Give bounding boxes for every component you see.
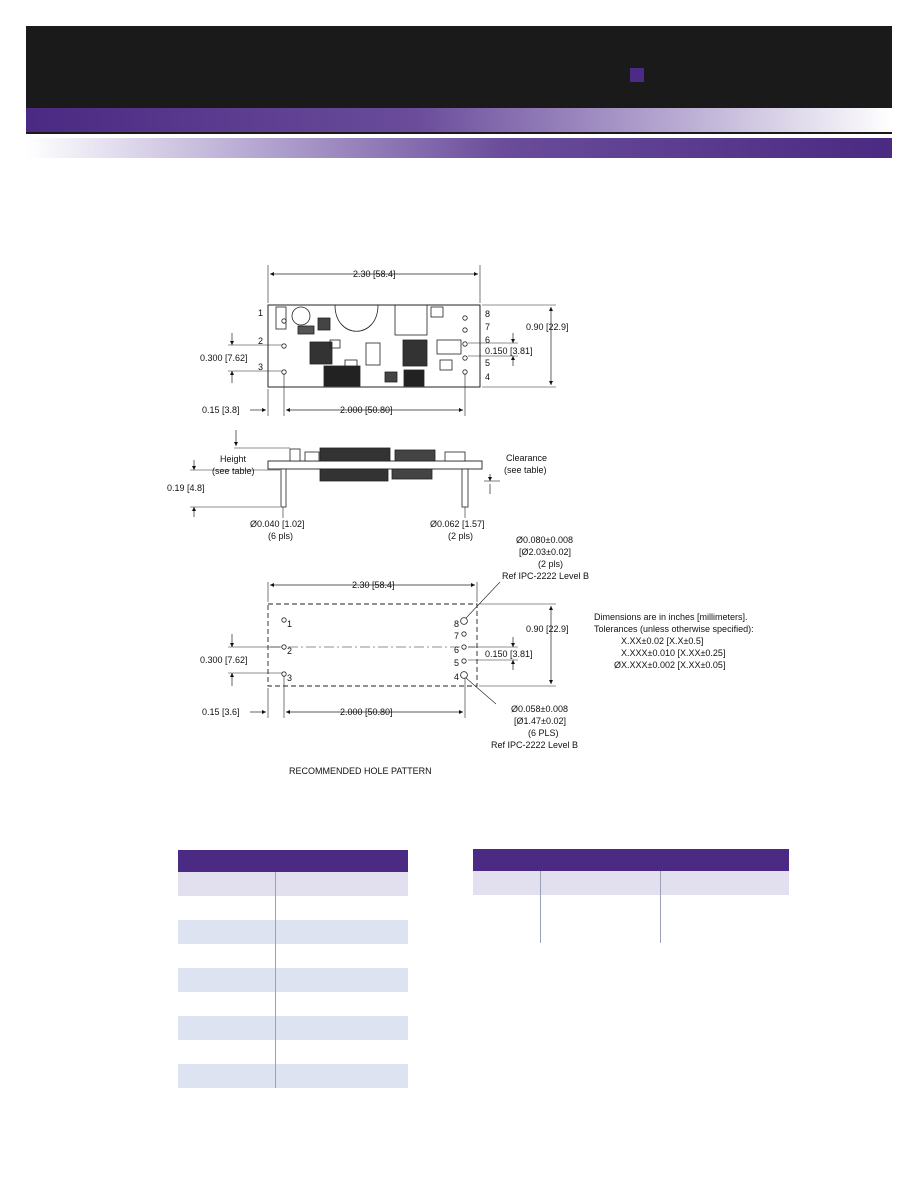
top-height-dim: 0.90 [22.9] [526,322,569,332]
table-header [473,849,789,871]
large-hole-line-1: Ø0.080±0.008 [516,535,573,545]
top-pin-label-7: 7 [485,322,490,332]
small-hole-line-3: (6 PLS) [528,728,559,738]
top-pin-pitch-left: 0.300 [7.62] [200,353,248,363]
brand-square-icon [630,68,644,82]
large-hole-line-2: [Ø2.03±0.02] [519,547,571,557]
note-line-2: Tolerances (unless otherwise specified): [594,624,754,634]
hole-pin-pitch-left: 0.300 [7.62] [200,655,248,665]
side-clearance-note: (see table) [504,465,547,475]
height-clearance-table [178,850,408,1088]
dimension-notes: Dimensions are in inches [millimeters]. … [594,612,754,670]
page-header [26,26,892,134]
table-row [178,1016,408,1040]
side-pin-dia-small-count: (6 pls) [268,531,293,541]
large-hole-line-4: Ref IPC-2222 Level B [502,571,589,581]
hole-pin-label-3: 3 [287,673,292,683]
table-row [473,871,789,895]
small-hole-line-1: Ø0.058±0.008 [511,704,568,714]
side-clearance-label: Clearance [506,453,547,463]
table-row [178,992,408,1016]
hole-pin-label-7: 7 [454,631,459,641]
side-pin-length: 0.19 [4.8] [167,483,205,493]
note-line-1: Dimensions are in inches [millimeters]. [594,612,748,622]
top-pin-label-6: 6 [485,335,490,345]
top-width-dim: 2.30 [58.4] [353,269,396,279]
table-row [178,944,408,968]
side-height-label: Height [220,454,247,464]
hole-pin-label-6: 6 [454,645,459,655]
top-pin-pitch-right: 0.150 [3.81] [485,346,533,356]
pin-function-table [473,849,789,943]
top-view-components [275,304,462,387]
column-divider [540,871,541,943]
top-pin-label-1: 1 [258,308,263,318]
note-line-5: ØX.XXX±0.002 [X.XX±0.05] [614,660,725,670]
table-row [178,1064,408,1088]
top-view-board-outline [267,304,481,388]
side-view: Height (see table) 0.19 [4.8] Clearance … [167,430,547,541]
hole-pin-label-2: 2 [287,646,292,656]
hole-pin-label-1: 1 [287,619,292,629]
top-pin-label-4: 4 [485,372,490,382]
side-pin-dia-large-count: (2 pls) [448,531,473,541]
table-row [178,1040,408,1064]
sub-header-gradient-band [26,138,892,158]
header-gradient-band [26,108,892,132]
column-divider [275,872,276,1088]
table-row [178,872,408,896]
top-view: 2.30 [58.4] 0.90 [22.9] 0.150 [3.81] 0.3… [200,265,569,416]
hole-pattern-holes [281,617,468,679]
top-pin-label-8: 8 [485,309,490,319]
hole-pin-span: 2.000 [50.80] [340,707,393,717]
table-row [473,895,789,943]
large-hole-line-3: (2 pls) [538,559,563,569]
side-pin-dia-small: Ø0.040 [1.02] [250,519,305,529]
table-row [178,920,408,944]
small-hole-line-2: [Ø1.47±0.02] [514,716,566,726]
top-pin-label-5: 5 [485,358,490,368]
note-line-3: X.XX±0.02 [X.X±0.5] [621,636,703,646]
top-pin-label-2: 2 [258,336,263,346]
table-row [178,896,408,920]
hole-pattern-outline [267,603,478,687]
table-row [178,968,408,992]
top-edge-offset: 0.15 [3.8] [202,405,240,415]
top-pin-span: 2.000 [50.80] [340,405,393,415]
note-line-4: X.XXX±0.010 [X.XX±0.25] [621,648,725,658]
hole-pin-label-8: 8 [454,619,459,629]
side-view-board [267,460,483,470]
hole-pin-label-4: 4 [454,672,459,682]
small-hole-line-4: Ref IPC-2222 Level B [491,740,578,750]
hole-width-dim: 2.30 [58.4] [352,580,395,590]
side-height-note: (see table) [212,466,255,476]
hole-pin-label-5: 5 [454,658,459,668]
hole-pattern-view: 2.30 [58.4] 0.90 [22.9] 0.150 [3.81] 0.3… [200,535,589,776]
hole-pattern-caption: RECOMMENDED HOLE PATTERN [289,766,432,776]
hole-edge-offset: 0.15 [3.6] [202,707,240,717]
table-header [178,850,408,872]
hole-pin-pitch-right: 0.150 [3.81] [485,649,533,659]
top-pin-label-3: 3 [258,362,263,372]
column-divider [660,871,661,943]
hole-height-dim: 0.90 [22.9] [526,624,569,634]
side-pin-dia-large: Ø0.062 [1.57] [430,519,485,529]
